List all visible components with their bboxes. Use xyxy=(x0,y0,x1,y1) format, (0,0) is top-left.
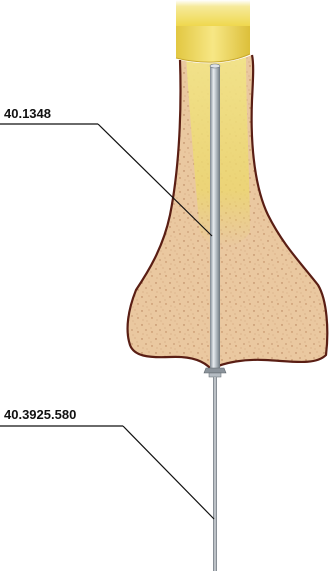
bone xyxy=(128,55,328,369)
callout-lower-leader xyxy=(123,426,214,519)
callout-lower: 40.3925.580 xyxy=(0,407,214,519)
callout-upper-label: 40.1348 xyxy=(4,106,51,121)
callout-lower-label: 40.3925.580 xyxy=(4,407,76,422)
guide-wire xyxy=(213,377,217,571)
yellow-sleeve xyxy=(176,0,250,62)
